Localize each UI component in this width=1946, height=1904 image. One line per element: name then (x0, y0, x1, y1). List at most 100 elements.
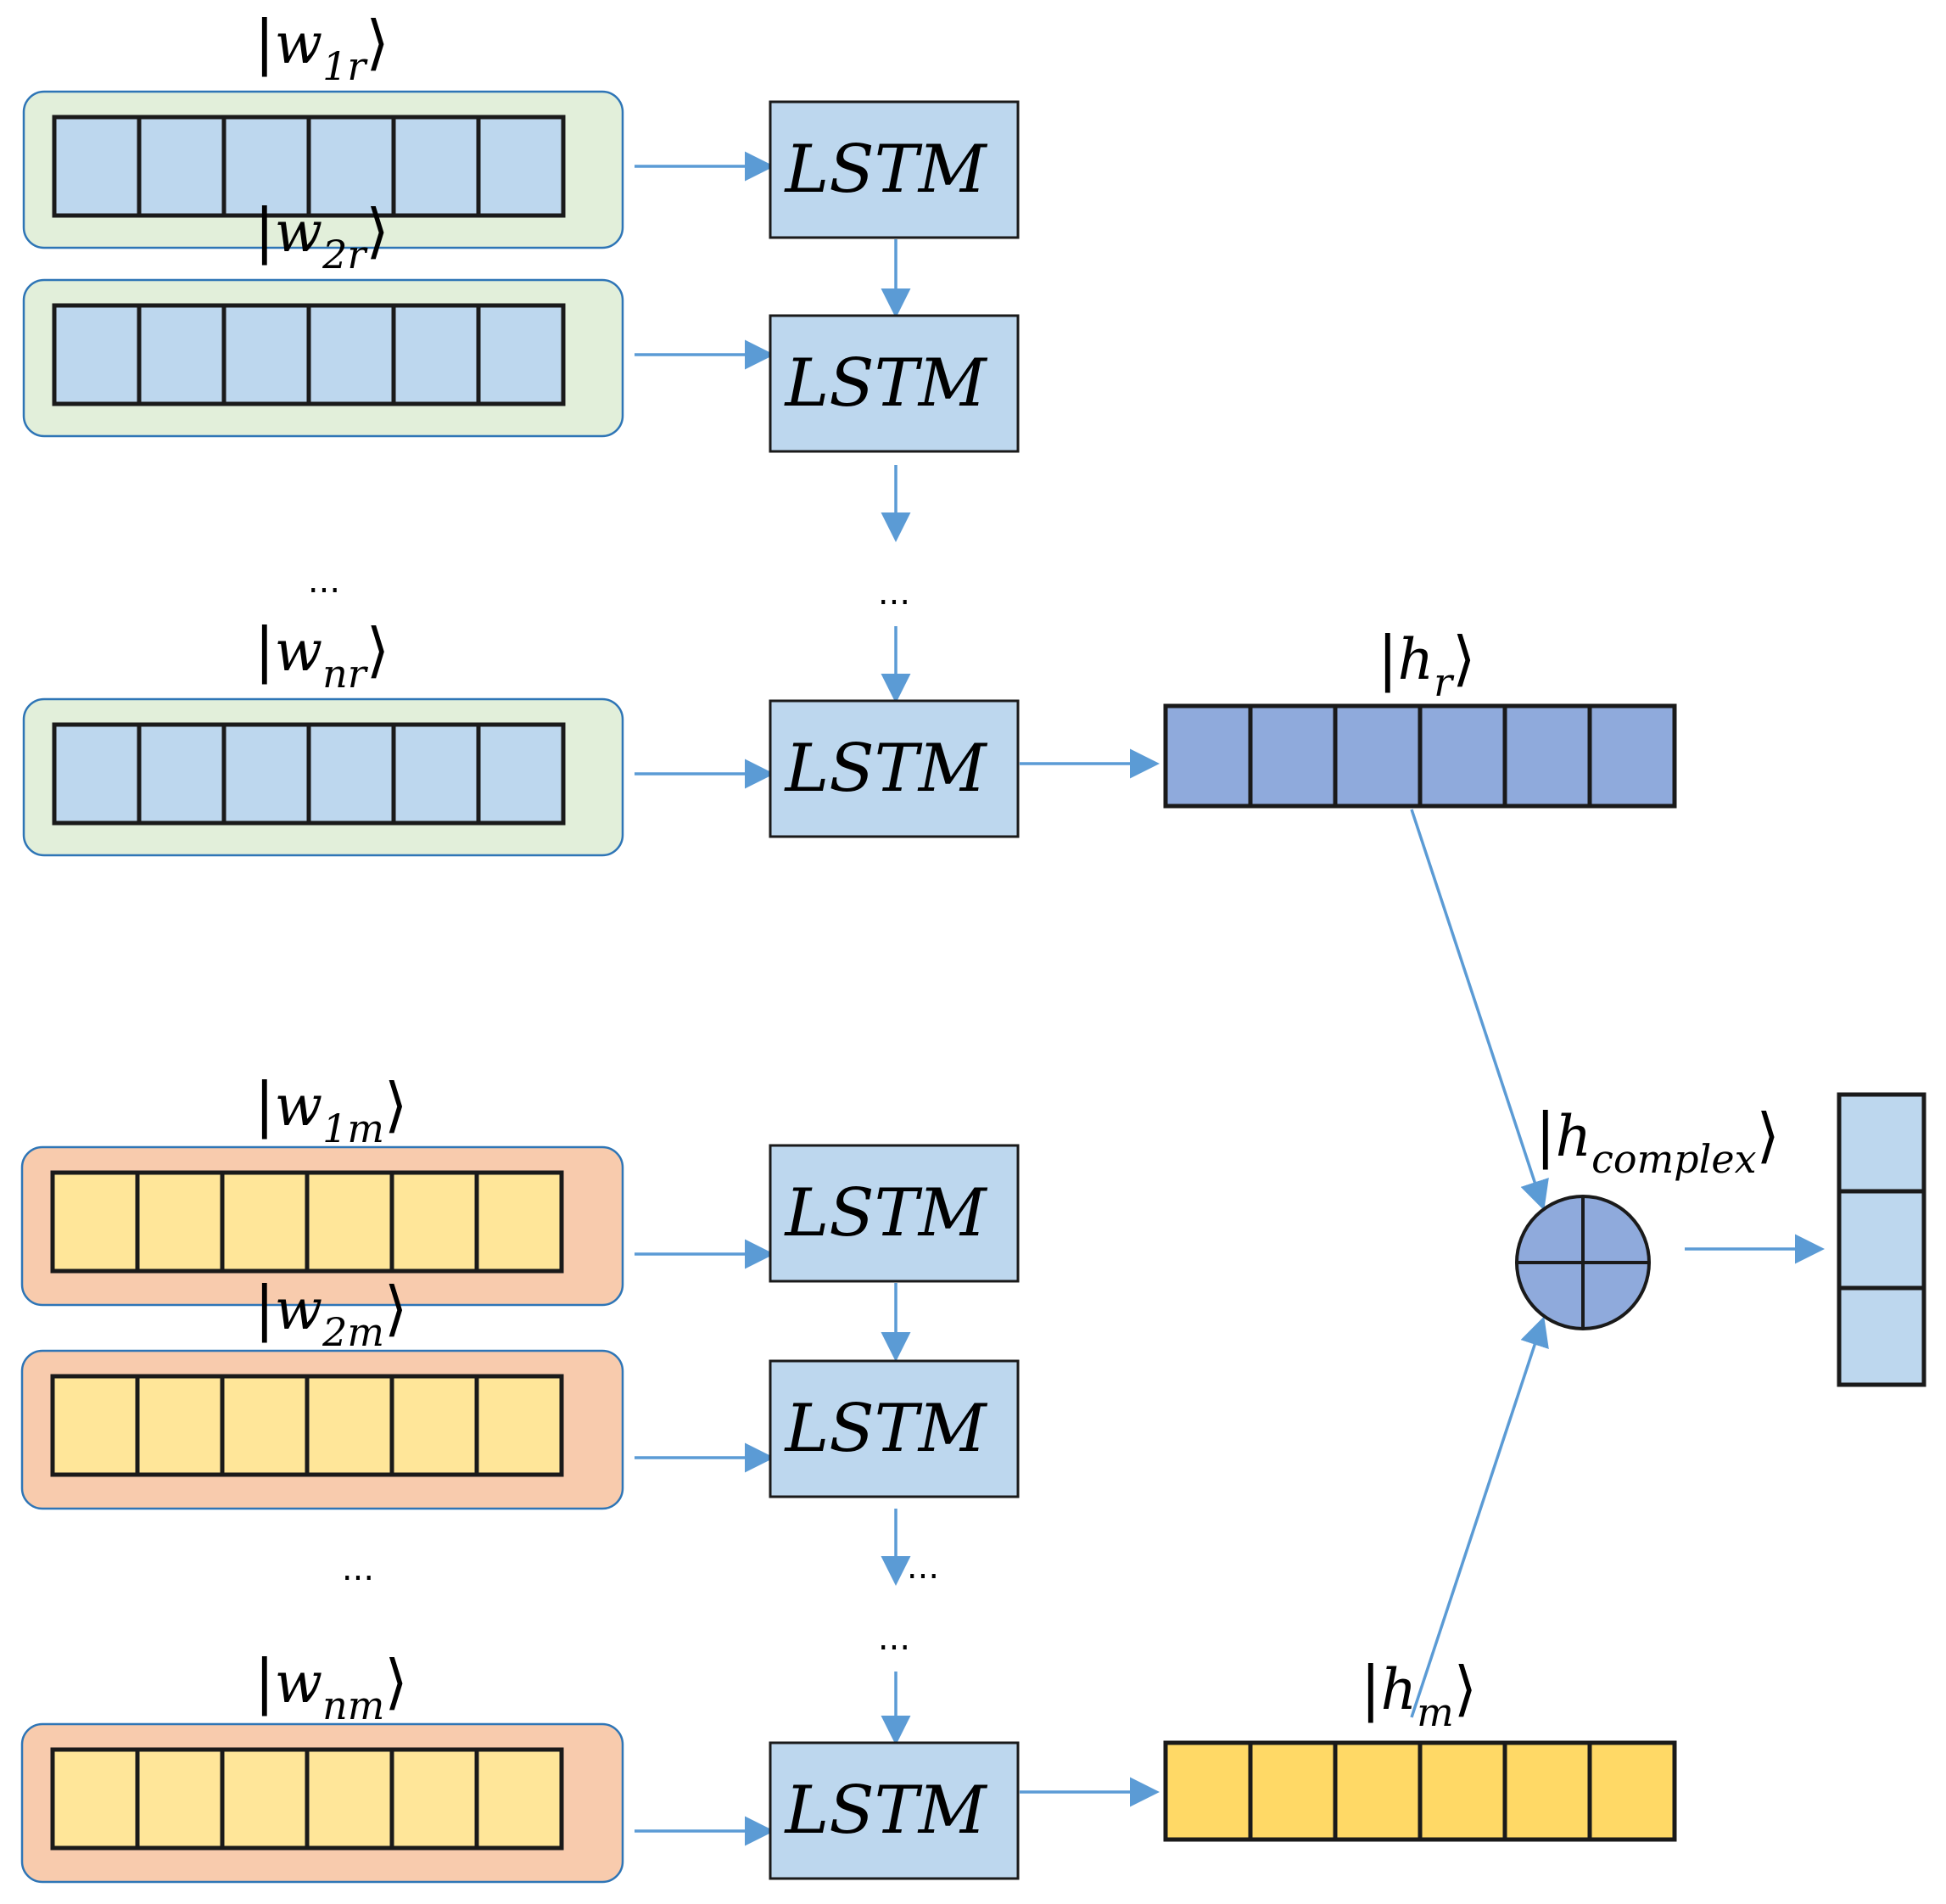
complex-output-vector (1837, 1092, 1926, 1387)
ket-variable: w (275, 11, 323, 76)
vector-cell (220, 1747, 310, 1851)
ket-bar: | (1535, 1100, 1556, 1170)
vector-cell (474, 1170, 564, 1274)
vector-cell (135, 1170, 225, 1274)
real-input-vector (52, 303, 566, 406)
vector-cell (1163, 703, 1253, 809)
ket-variable: w (275, 1277, 323, 1342)
imag-lstm-cell: LSTM (769, 1359, 1020, 1498)
lstm-label: LSTM (783, 731, 987, 807)
hidden-imag-vector (1163, 1740, 1677, 1842)
lstm-label: LSTM (783, 345, 987, 422)
ket-bar: | (254, 1070, 275, 1140)
lstm-ellipsis: ... (878, 574, 910, 613)
lstm-ellipsis: ... (878, 1619, 910, 1658)
combine-arrow-real (1410, 809, 1549, 1211)
vector-cell (50, 1747, 140, 1851)
vector-cell (137, 722, 226, 826)
ket-subscript: r (1434, 659, 1455, 705)
lstm-label: LSTM (783, 132, 987, 208)
imag-input-vector (50, 1170, 564, 1274)
ket-variable: w (275, 1073, 323, 1139)
vector-cell (52, 303, 142, 406)
lstm-box (769, 699, 1020, 838)
vector-cell (50, 1374, 140, 1477)
ket-bar: | (254, 196, 275, 266)
hidden-imag-label: |hm⟩ (1361, 1654, 1477, 1735)
ket-variable: w (275, 619, 323, 684)
imag-input-vector (50, 1374, 564, 1477)
ket-bar: | (254, 615, 275, 685)
vector-cell (1587, 1740, 1677, 1842)
vector-cell (391, 115, 481, 218)
imag-input-label: |w2m⟩ (254, 1274, 407, 1355)
ket-angle: ⟩ (1454, 1654, 1477, 1723)
ket-angle: ⟩ (366, 8, 389, 77)
vector-cell (389, 1170, 479, 1274)
ket-variable: h (1398, 627, 1434, 692)
ket-angle: ⟩ (384, 1274, 407, 1343)
real-input-label: |w2r⟩ (254, 196, 389, 277)
vector-cell (305, 1170, 394, 1274)
output-cell (1837, 1092, 1926, 1194)
lstm-box (769, 1144, 1020, 1283)
vector-cell (137, 115, 226, 218)
vector-cell (1587, 703, 1677, 809)
ket-angle: ⟩ (1757, 1100, 1780, 1170)
vector-cell (1333, 703, 1423, 809)
ket-subscript: complex (1591, 1136, 1756, 1182)
ket-bar: | (254, 8, 275, 77)
imag-input-vector (50, 1747, 564, 1851)
lstm-box (769, 1741, 1020, 1880)
lstm-box (769, 100, 1020, 239)
vector-cell (389, 1374, 479, 1477)
imag-input-label: |wnm⟩ (254, 1647, 408, 1728)
real-lstm-cell: LSTM (769, 699, 1020, 838)
vector-cell (1418, 703, 1507, 809)
lstm-label: LSTM (783, 1175, 987, 1252)
vector-cell (1418, 1740, 1507, 1842)
ket-subscript: 2r (322, 232, 368, 277)
ket-variable: h (1381, 1657, 1418, 1722)
real-input-label: |wnr⟩ (254, 615, 389, 697)
vector-cell (389, 1747, 479, 1851)
hidden-real-vector (1163, 703, 1677, 809)
vector-cell (476, 303, 566, 406)
real-lstm-cell: LSTM (769, 314, 1020, 453)
ket-subscript: m (1417, 1689, 1454, 1735)
real-input-vector (52, 115, 566, 218)
vector-cell (476, 722, 566, 826)
ket-angle: ⟩ (366, 615, 389, 685)
vector-cell (137, 303, 226, 406)
vector-cell (135, 1747, 225, 1851)
lstm-label: LSTM (783, 1391, 987, 1467)
ket-subscript: 1m (322, 1106, 384, 1151)
vector-cell (391, 303, 481, 406)
imag-input-label: |w1m⟩ (254, 1070, 407, 1151)
vector-cell (1333, 1740, 1423, 1842)
vector-cell (52, 722, 142, 826)
ket-angle: ⟩ (1452, 624, 1475, 693)
ket-subscript: nm (322, 1683, 384, 1728)
complex-combine-node (1515, 1195, 1651, 1330)
vector-cell (1163, 1740, 1253, 1842)
ket-angle: ⟩ (366, 196, 389, 266)
combine-arrow-imag (1410, 1316, 1549, 1718)
vector-cell (52, 115, 142, 218)
vector-cell (1248, 703, 1338, 809)
vector-cell (50, 1170, 140, 1274)
vector-cell (1248, 1740, 1338, 1842)
ket-angle: ⟩ (384, 1647, 407, 1716)
vector-cell (305, 1747, 394, 1851)
ket-bar: | (254, 1647, 275, 1716)
vector-cell (306, 115, 396, 218)
ket-subscript: 2m (322, 1309, 384, 1355)
ket-variable: h (1556, 1104, 1592, 1169)
ket-variable: w (275, 199, 323, 265)
vector-cell (220, 1170, 310, 1274)
ket-bar: | (1378, 624, 1398, 693)
hidden-real-label: |hr⟩ (1378, 624, 1475, 705)
vector-cell (305, 1374, 394, 1477)
vector-cell (220, 1374, 310, 1477)
